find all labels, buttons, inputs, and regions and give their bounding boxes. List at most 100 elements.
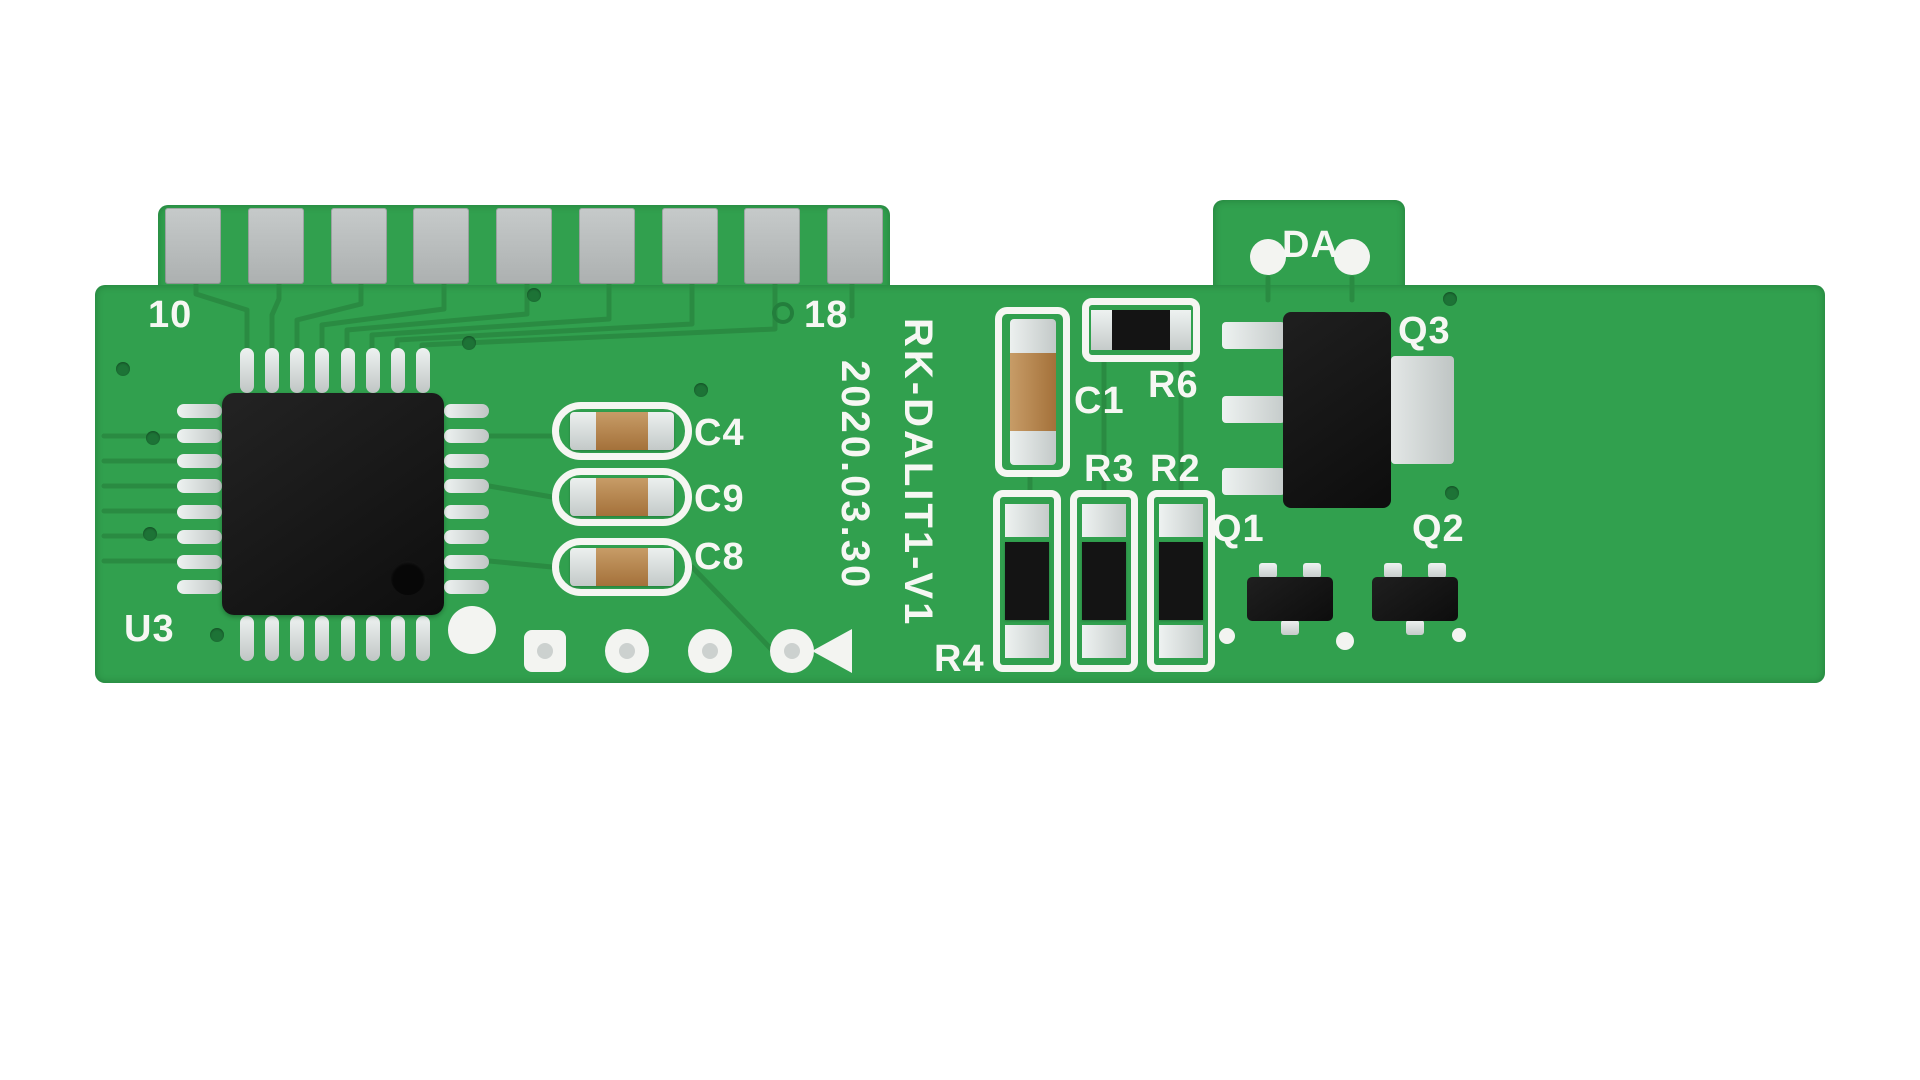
ic-body (222, 393, 444, 615)
ic-lead (290, 348, 305, 393)
trace (486, 483, 555, 500)
edge-pad (744, 208, 801, 284)
solder-end (1005, 625, 1049, 658)
transistor-body (1283, 312, 1391, 508)
da-pad (1334, 239, 1370, 275)
ceramic-body (1009, 353, 1056, 431)
ic-lead (290, 616, 305, 661)
silkscreen-label-q3: Q3 (1398, 310, 1451, 352)
transistor-body (1372, 577, 1458, 621)
drill-hole (619, 643, 635, 659)
transistor-lead (1222, 396, 1285, 423)
ic-lead (340, 616, 355, 661)
via (116, 362, 130, 376)
capacitor-chip (570, 548, 674, 586)
solder-end (1005, 504, 1049, 537)
trace (486, 558, 555, 570)
silkscreen-label-r4: R4 (934, 638, 985, 680)
da-tab (1213, 200, 1405, 295)
via (1445, 486, 1459, 500)
ic-lead (390, 616, 405, 661)
through-hole-pad (688, 629, 732, 673)
resistor-chip (1005, 504, 1049, 658)
silkscreen-label-r6: R6 (1148, 364, 1199, 406)
resistor-chip (1159, 504, 1203, 658)
ic-lead (444, 504, 489, 519)
edge-pad (413, 208, 470, 284)
ic-lead (177, 454, 222, 469)
drill-hole (702, 643, 718, 659)
silkscreen-label-c4: C4 (694, 412, 745, 454)
via (462, 336, 476, 350)
transistor-lead (1259, 563, 1277, 578)
ic-lead (240, 348, 254, 393)
ic-u3 (176, 348, 490, 661)
ic-lead (365, 616, 380, 661)
resistor-chip (1091, 310, 1191, 350)
transistor-q1 (1247, 563, 1333, 635)
ic-lead (444, 479, 489, 494)
edge-pad (578, 208, 635, 284)
resistor-body (1159, 542, 1203, 620)
solder-end (1082, 504, 1126, 537)
silkscreen-label-c8: C8 (694, 536, 745, 578)
via (146, 431, 160, 445)
silkscreen-label-q2: Q2 (1412, 508, 1465, 550)
via-ring (772, 302, 794, 324)
through-hole-pad (770, 629, 814, 673)
ceramic-body (596, 548, 648, 586)
da-pad (1250, 239, 1286, 275)
silkscreen-label-r3: R3 (1084, 448, 1135, 490)
ic-lead (444, 579, 489, 594)
ic-pin1-dot (391, 561, 425, 595)
solder-pad (1452, 628, 1466, 642)
solder-pad (1336, 632, 1354, 650)
solder-pad (448, 606, 496, 654)
transistor-lead (1222, 468, 1285, 495)
ic-lead (177, 579, 222, 594)
transistor-body (1247, 577, 1333, 621)
solder-end (1009, 319, 1056, 353)
resistor-r2 (1147, 490, 1215, 672)
transistor-lead (1303, 563, 1321, 578)
resistor-body (1082, 542, 1126, 620)
ic-lead (240, 616, 254, 661)
resistor-chip (1082, 504, 1126, 658)
ic-lead (415, 616, 430, 661)
ic-lead (444, 454, 489, 469)
capacitor-c4 (552, 402, 692, 460)
ic-lead (444, 529, 489, 544)
edge-pad (330, 208, 387, 284)
ic-lead (390, 348, 405, 393)
silkscreen-label-pin18: 18 (804, 294, 849, 336)
capacitor-c9 (552, 468, 692, 526)
silkscreen-label-c1: C1 (1074, 380, 1125, 422)
ic-leads-bottom (240, 616, 430, 661)
solder-end (570, 412, 596, 450)
silkscreen-label-da: DA (1282, 224, 1339, 266)
drill-hole (537, 643, 553, 659)
solder-end (570, 548, 596, 586)
solder-end (570, 478, 596, 516)
edge-pad (827, 208, 883, 284)
solder-end (648, 548, 674, 586)
transistor-lead (1406, 620, 1424, 635)
edge-pad (661, 208, 718, 284)
solder-end (1159, 504, 1203, 537)
capacitor-chip (1009, 319, 1056, 465)
ic-lead (315, 616, 330, 661)
transistor-lead (1384, 563, 1402, 578)
ic-lead (265, 616, 280, 661)
via (694, 383, 708, 397)
through-hole-pad (524, 630, 566, 672)
ic-leads-top (240, 348, 430, 393)
solder-end (1091, 310, 1112, 350)
solder-end (648, 412, 674, 450)
ceramic-body (596, 478, 648, 516)
drill-hole (784, 643, 800, 659)
resistor-r4 (993, 490, 1061, 672)
edge-connector-pads (165, 208, 883, 284)
solder-end (1009, 431, 1056, 465)
transistor-q2 (1372, 563, 1458, 635)
capacitor-chip (570, 478, 674, 516)
